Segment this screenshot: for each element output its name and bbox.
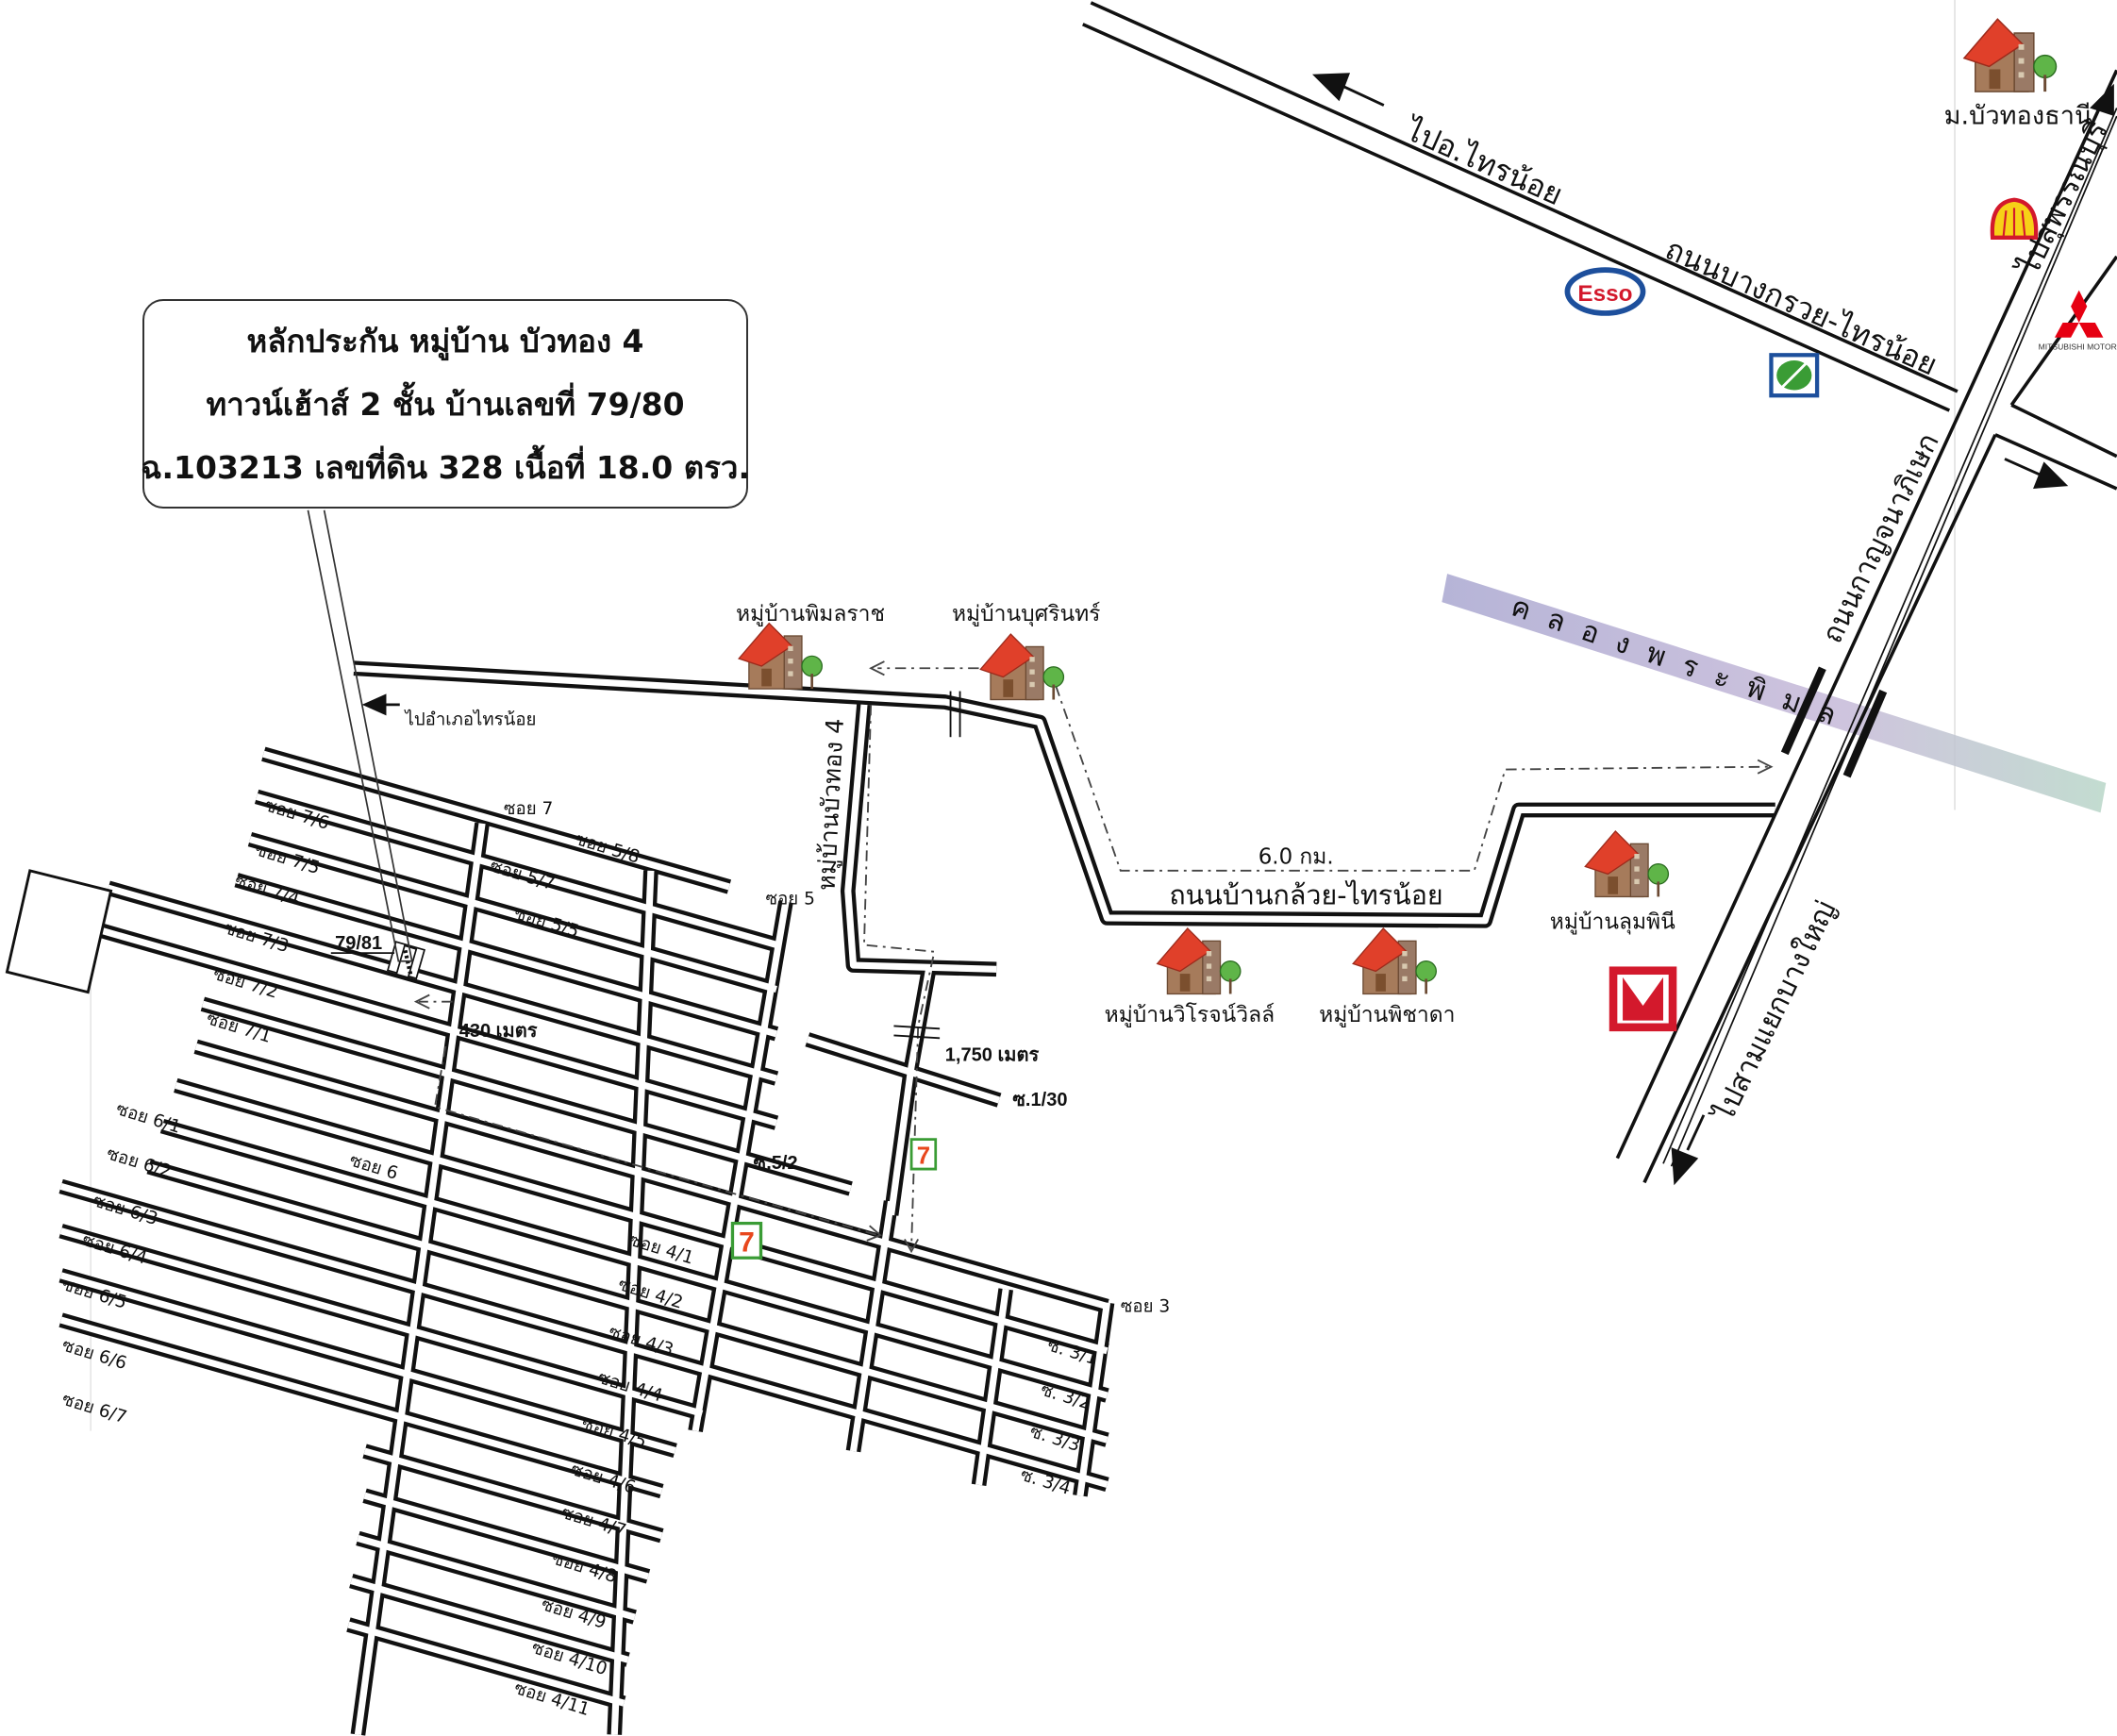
route-dashed-line [413,660,1774,1254]
label-village-busarin: หมู่บ้านบุศรินทร์ [952,601,1101,626]
road-segment [975,1288,1009,1486]
seven-eleven-icon [909,1138,938,1171]
road-segment [59,1227,704,1417]
road-segment [692,901,790,1432]
arrow-up-icon [2090,83,2114,117]
road-segment [840,704,997,977]
soi-label: ซอย 7 [504,799,553,819]
arrow-down-icon [1671,1114,1706,1186]
road-segment [354,823,486,1736]
callout-line-3: ฉ.103213 เลขที่ดิน 328 เนื้อที่ 18.0 ตรว… [141,448,750,486]
label-canal: คลองพระพิมล [1507,590,1858,738]
village-house-icon [1352,927,1438,995]
label-distance-430m: 430 เมตร [459,1021,538,1042]
road-segment [363,1492,650,1580]
road-segment [806,1036,1001,1104]
village-house-icon [1584,830,1670,898]
svg-text:MITSUBISHI MOTORS: MITSUBISHI MOTORS [2039,342,2117,352]
label-to-suphanburi: ไปสุพรรณบุรี [2010,116,2116,283]
road-segment [347,1621,625,1707]
village-house-icon [979,633,1065,701]
canal-band [1442,574,2107,813]
road-segment [363,1447,663,1540]
label-buathong-thani: ม.บัวทองธานี [1944,102,2092,131]
road-segment [194,1043,1109,1310]
soi-label: ซอย 3 [1121,1297,1170,1317]
callout-line-2: ทาวน์เฮ้าส์ 2 ชั้น บ้านเลขที่ 79/80 [206,385,685,423]
soi-label: ซอย 6/1 [113,1099,183,1138]
road-segment [844,704,997,973]
canal-bridge [1842,689,1888,778]
road-segment [59,1272,676,1454]
road-segment [59,1182,1109,1488]
esso-logo: Esso [1564,267,1646,316]
road-segment [107,884,777,1082]
project-entrance-block [5,869,113,994]
store-logo [1609,966,1677,1032]
label-distance-6km: 6.0 กม. [1259,845,1334,870]
kanchanaphisek-highway [1615,69,2117,1184]
svg-text:Esso: Esso [1577,281,1632,307]
village-house-icon [1963,18,2058,92]
label-village-wirotwill: หมู่บ้านวิโรจน์วิลล์ [1105,1002,1275,1027]
label-to-amphoe-sainoi: ไปอำเภอไทรน้อย [403,709,536,729]
label-distance-1750m: 1,750 เมตร [945,1045,1040,1066]
arrow-left-icon [1311,73,1385,107]
soi-label: ซอย 6/3 [91,1191,160,1229]
road-segment [357,1534,636,1621]
callout-pointer [307,509,413,962]
direction-arrows [361,73,2114,1186]
road-segment [100,926,777,1127]
label-village-lumpini: หมู่บ้านลุมพินี [1550,910,1675,934]
road-segment [1076,1302,1111,1496]
callout-line-1: หลักประกัน หมู่บ้าน บัวทอง 4 [246,322,644,359]
village-house-icon [738,622,824,690]
canal-bridge [1780,666,1826,756]
road-network [58,660,1775,1736]
mitsubishi-logo: MITSUBISHI MOTORS [2039,290,2117,352]
soi-label: ซอย 5/5 [511,904,581,943]
label-house-79-81: 79/81 [335,933,382,954]
road-segment [610,870,655,1735]
label-soi-1-30: ซ.1/30 [1012,1090,1067,1110]
soi-label: ซอย 5 [766,890,815,910]
label-to-sainoi: ไปอ.ไทรน้อย [1398,111,1568,212]
road-segment [849,1200,895,1452]
shell-logo [1990,197,2039,240]
label-village-pimolrat: หมู่บ้านพิมลราช [736,602,885,626]
label-to-bangyai: ไปสามแยกบางใหญ่ [1706,895,1842,1128]
village-house-icon [1157,927,1242,995]
collateral-callout: หลักประกัน หมู่บ้าน บัวทอง 4 ทาวน์เฮ้าส์… [141,299,750,509]
label-soi-5-2: ซ.5/2 [754,1153,798,1174]
soi-label: ซอย 7/4 [232,871,302,910]
road-segment [248,836,777,993]
road-segment [147,1163,1109,1444]
road-segment [175,1081,1109,1355]
soi-label: ซอย 4/5 [579,1413,649,1452]
bangkruai-sainoi-road [1082,1,1959,412]
road-segment [262,750,730,891]
soi-label: ซอย 5/7 [488,857,558,895]
road-segment [256,793,777,948]
soi-label: ซอย 5/8 [573,829,642,868]
road-segment [235,876,777,1038]
road-segment [888,968,933,1216]
ptt-logo [1769,353,1820,398]
label-bankluai-sainoi-road: ถนนบ้านกล้วย-ไทรน้อย [1169,879,1442,911]
road-segment [59,1316,663,1494]
bridge-marks [893,691,961,1040]
arrow-left-icon [361,693,400,716]
arrow-right-icon [2004,458,2069,489]
label-village-pichada: หมู่บ้านพิชาดา [1319,1003,1455,1027]
label-kanchanaphisek: ถนนกาญจนาภิเษก [1816,428,1946,649]
soi-label: ซอย 6/2 [104,1143,174,1182]
road-segment [353,664,1775,925]
seven-eleven-icon [730,1221,763,1260]
soi-label: ซอย 6/7 [59,1390,129,1428]
road-segment [350,1577,629,1663]
